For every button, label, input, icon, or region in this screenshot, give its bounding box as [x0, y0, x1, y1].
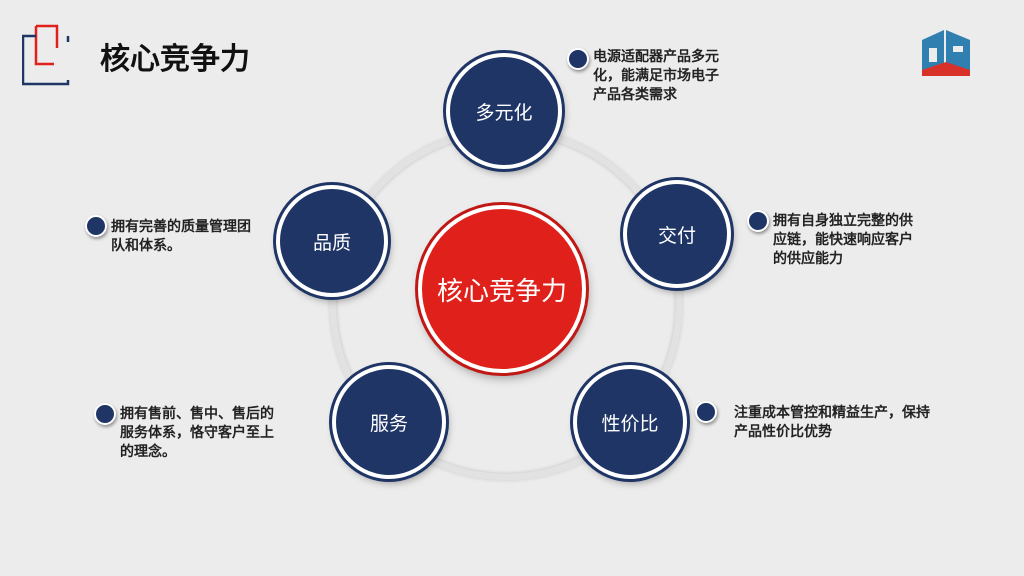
- node-quality: 品质: [276, 185, 388, 297]
- desc-quality: 拥有完善的质量管理团队和体系。: [111, 219, 251, 254]
- node-cost-performance: 性价比: [573, 365, 687, 479]
- title-bracket-icon: [22, 24, 70, 86]
- company-logo: [922, 30, 970, 76]
- bullet-dot-icon: [567, 48, 589, 70]
- node-diversification: 多元化: [446, 53, 562, 169]
- page-title: 核心竞争力: [100, 42, 250, 77]
- desc-cost-performance: 注重成本管控和精益生产，保持产品性价比优势: [734, 405, 930, 440]
- center-circle: 核心竞争力: [418, 205, 586, 373]
- desc-diversification: 电源适配器产品多元化，能满足市场电子产品各类需求: [593, 49, 719, 103]
- bullet-dot-icon: [85, 215, 107, 237]
- node-delivery: 交付: [623, 180, 731, 288]
- node-service: 服务: [332, 365, 446, 479]
- bullet-dot-icon: [695, 401, 717, 423]
- desc-service: 拥有售前、售中、售后的服务体系，恪守客户至上的理念。: [120, 406, 274, 460]
- bullet-dot-icon: [94, 403, 116, 425]
- desc-delivery: 拥有自身独立完整的供应链，能快速响应客户的供应能力: [773, 213, 913, 267]
- bullet-dot-icon: [747, 210, 769, 232]
